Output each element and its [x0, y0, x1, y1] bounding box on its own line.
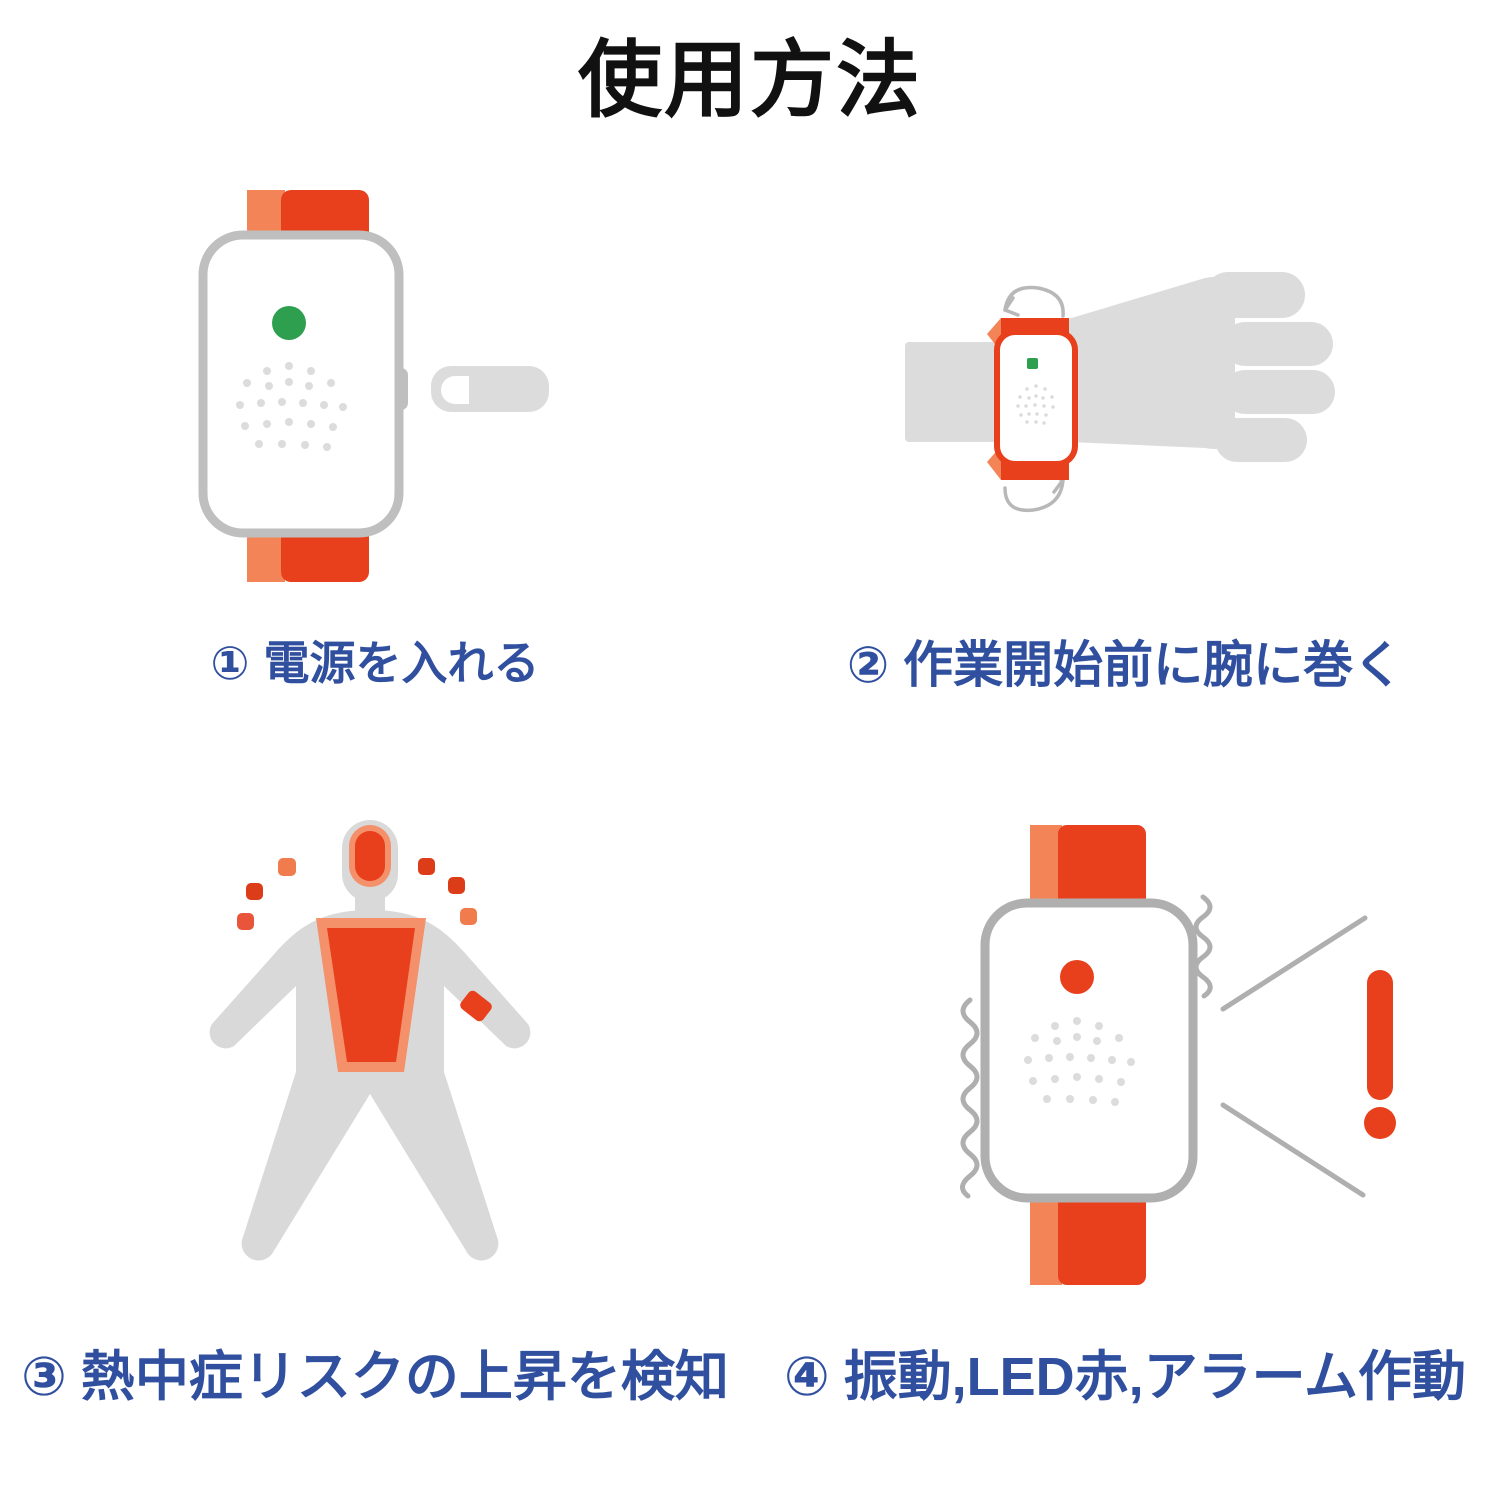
vibration-squiggle-icon-right	[1193, 894, 1213, 999]
green-led-icon	[1027, 358, 1038, 369]
step-label-2: 作業開始前に腕に巻く	[903, 637, 1404, 693]
watch-on-wrist-icon	[994, 329, 1078, 467]
usb-charger-icon	[431, 366, 549, 412]
sound-wave-icon	[1220, 915, 1368, 1198]
speaker-grille-icon	[1016, 384, 1055, 425]
heat-core-head-inner	[355, 831, 385, 881]
heat-mark-group-left	[237, 858, 296, 930]
hand-arm-icon	[905, 272, 1335, 462]
green-led-icon	[272, 306, 306, 340]
illustration-watch-on-wrist	[905, 270, 1375, 530]
heat-core-torso-inner	[327, 928, 415, 1062]
vibration-squiggle-icon-left	[960, 997, 980, 1199]
step-label-3: 熱中症リスクの上昇を検知	[80, 1347, 729, 1407]
red-led-icon	[1060, 960, 1094, 994]
heat-mark-group-right	[418, 858, 477, 925]
step-label-4: 振動,LED赤,アラーム作動	[843, 1347, 1467, 1407]
wrist-band-icon	[460, 990, 492, 1022]
illustration-watch-with-charger	[185, 170, 605, 600]
step-number-2: ②	[846, 637, 890, 693]
illustration-watch-alerting	[925, 815, 1465, 1295]
page-title: 使用方法	[577, 33, 922, 127]
exclamation-icon	[1364, 970, 1396, 1139]
step-number-1: ①	[210, 637, 250, 689]
step-number-3: ③	[21, 1347, 67, 1407]
speaker-grille-icon	[1024, 1017, 1135, 1106]
step-label-1: 電源を入れる	[263, 637, 540, 689]
watch-device-icon	[980, 898, 1198, 1203]
illustration-body-heat-detection	[190, 810, 550, 1310]
watch-device-icon	[198, 230, 404, 538]
speaker-grille-icon	[236, 362, 347, 451]
step-number-4: ④	[783, 1347, 830, 1407]
